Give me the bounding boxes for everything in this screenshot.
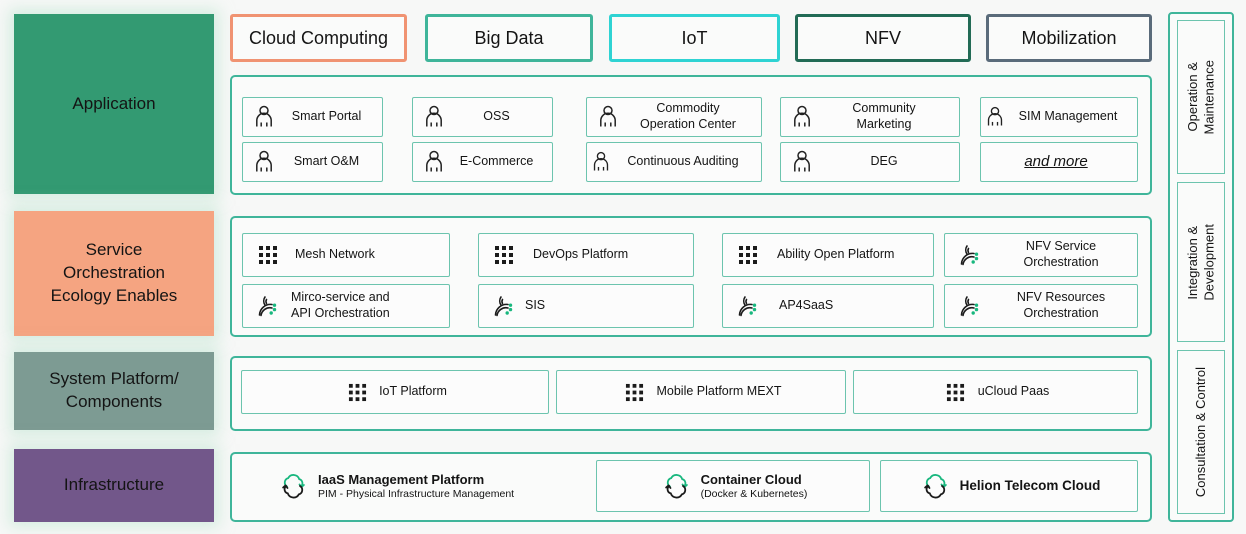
app-item-continuous-auditing[interactable]: Continuous Auditing xyxy=(586,142,762,182)
category-pill-label: Mobilization xyxy=(1021,27,1117,48)
person-icon xyxy=(251,150,277,174)
app-item-label: E-Commerce xyxy=(459,154,534,169)
layer-label-application: Application xyxy=(14,14,214,194)
system-item-iot-platform[interactable]: IoT Platform xyxy=(241,370,549,414)
infrastructure-item-iaas-management-platform[interactable]: IaaS Management Platform PIM - Physical … xyxy=(276,460,576,512)
service-item-sis[interactable]: SIS xyxy=(478,284,694,328)
category-pill-iot[interactable]: IoT xyxy=(609,14,780,62)
grid-dots-icon xyxy=(489,245,519,265)
service-item-microservice-api-orchestration[interactable]: Mirco-service and API Orchestration xyxy=(242,284,450,328)
orchestration-swoosh-icon xyxy=(955,293,985,319)
person-icon xyxy=(591,150,611,174)
app-item-oss[interactable]: OSS xyxy=(412,97,553,137)
system-item-ucloud-paas[interactable]: uCloud Paas xyxy=(853,370,1138,414)
service-item-label: DevOps Platform xyxy=(533,247,629,262)
category-pill-label: NFV xyxy=(865,27,901,48)
infrastructure-item-title: Helion Telecom Cloud xyxy=(959,477,1101,493)
app-item-commodity-operation-center[interactable]: Commodity Operation Center xyxy=(586,97,762,137)
infrastructure-item-container-cloud[interactable]: Container Cloud (Docker & Kubernetes) xyxy=(596,460,870,512)
rail-item-label: Operation & Maintenance xyxy=(1184,59,1216,135)
infrastructure-item-subtitle: (Docker & Kubernetes) xyxy=(700,487,808,500)
infrastructure-item-title: IaaS Management Platform xyxy=(318,471,485,487)
rail-item-operation-maintenance[interactable]: Operation & Maintenance xyxy=(1177,20,1225,174)
layer-label-infrastructure-text: Infrastructure xyxy=(63,475,165,495)
app-item-smart-portal[interactable]: Smart Portal xyxy=(242,97,383,137)
person-icon xyxy=(789,105,815,129)
category-pill-label: IoT xyxy=(681,27,708,48)
app-item-label: Commodity Operation Center xyxy=(640,101,736,131)
service-item-nfv-resources-orchestration[interactable]: NFV Resources Orchestration xyxy=(944,284,1138,328)
service-item-label: NFV Service Orchestration xyxy=(1023,239,1099,269)
app-item-label: Community Marketing xyxy=(852,101,916,131)
layer-label-system: System Platform/ Components xyxy=(14,352,214,430)
service-item-label: SIS xyxy=(525,298,546,313)
service-item-label: Mesh Network xyxy=(295,247,375,262)
layer-label-application-text: Application xyxy=(72,93,156,113)
system-item-label: uCloud Paas xyxy=(977,384,1050,399)
category-pill-mobilization[interactable]: Mobilization xyxy=(986,14,1152,62)
orchestration-swoosh-icon xyxy=(253,293,283,319)
infrastructure-item-subtitle: PIM - Physical Infrastructure Management xyxy=(318,487,515,500)
grid-dots-icon xyxy=(253,245,283,265)
service-item-label: Mirco-service and API Orchestration xyxy=(291,290,390,320)
system-item-label: Mobile Platform MEXT xyxy=(656,384,782,399)
app-item-label: Smart Portal xyxy=(291,109,362,124)
layer-label-infrastructure: Infrastructure xyxy=(14,449,214,522)
person-icon xyxy=(251,105,277,129)
app-item-label: Continuous Auditing xyxy=(627,154,739,169)
grid-dots-icon xyxy=(942,383,970,402)
grid-dots-icon xyxy=(733,245,763,265)
service-item-ap4saas[interactable]: AP4SaaS xyxy=(722,284,934,328)
category-pill-label: Cloud Computing xyxy=(248,27,389,48)
system-item-mobile-platform-mext[interactable]: Mobile Platform MEXT xyxy=(556,370,846,414)
app-item-smart-om[interactable]: Smart O&M xyxy=(242,142,383,182)
person-icon xyxy=(985,105,1005,129)
service-item-mesh-network[interactable]: Mesh Network xyxy=(242,233,450,277)
grid-dots-icon xyxy=(343,383,371,402)
app-item-label: SIM Management xyxy=(1018,109,1118,124)
rail-item-integration-development[interactable]: Integration & Development xyxy=(1177,182,1225,342)
app-item-label: Smart O&M xyxy=(293,154,360,169)
app-item-label: OSS xyxy=(483,109,510,124)
service-item-label: AP4SaaS xyxy=(779,298,834,313)
cloud-refresh-icon xyxy=(276,472,312,500)
service-item-ability-open-platform[interactable]: Ability Open Platform xyxy=(722,233,934,277)
cloud-refresh-icon xyxy=(918,472,954,500)
person-icon xyxy=(421,105,447,129)
app-item-label: DEG xyxy=(870,154,898,169)
app-item-label: and more xyxy=(1024,152,1088,170)
category-pill-nfv[interactable]: NFV xyxy=(795,14,971,62)
cloud-refresh-icon xyxy=(659,472,695,500)
orchestration-swoosh-icon xyxy=(955,242,985,268)
rail-item-consultation-control[interactable]: Consultation & Control xyxy=(1177,350,1225,514)
service-item-nfv-service-orchestration[interactable]: NFV Service Orchestration xyxy=(944,233,1138,277)
orchestration-swoosh-icon xyxy=(733,293,763,319)
service-item-label: NFV Resources Orchestration xyxy=(1016,290,1106,320)
layer-label-service-text: Service Orchestration Ecology Enables xyxy=(50,240,178,305)
app-item-deg[interactable]: DEG xyxy=(780,142,960,182)
person-icon xyxy=(595,105,621,129)
rail-item-label: Integration & Development xyxy=(1184,223,1216,301)
infrastructure-item-helion-telecom-cloud[interactable]: Helion Telecom Cloud xyxy=(880,460,1138,512)
category-pill-label: Big Data xyxy=(474,27,544,48)
person-icon xyxy=(789,150,815,174)
category-pill-cloud-computing[interactable]: Cloud Computing xyxy=(230,14,407,62)
layer-label-system-text: System Platform/ Components xyxy=(49,369,179,411)
grid-dots-icon xyxy=(620,383,648,402)
person-icon xyxy=(421,150,447,174)
category-pill-big-data[interactable]: Big Data xyxy=(425,14,593,62)
infrastructure-item-title: Container Cloud xyxy=(700,471,802,487)
app-item-e-commerce[interactable]: E-Commerce xyxy=(412,142,553,182)
app-item-and-more[interactable]: and more xyxy=(980,142,1138,182)
service-item-label: Ability Open Platform xyxy=(777,247,895,262)
system-item-label: IoT Platform xyxy=(379,384,447,399)
orchestration-swoosh-icon xyxy=(489,293,519,319)
service-item-devops-platform[interactable]: DevOps Platform xyxy=(478,233,694,277)
app-item-sim-management[interactable]: SIM Management xyxy=(980,97,1138,137)
layer-label-service: Service Orchestration Ecology Enables xyxy=(14,211,214,336)
app-item-community-marketing[interactable]: Community Marketing xyxy=(780,97,960,137)
rail-item-label: Consultation & Control xyxy=(1192,366,1208,498)
